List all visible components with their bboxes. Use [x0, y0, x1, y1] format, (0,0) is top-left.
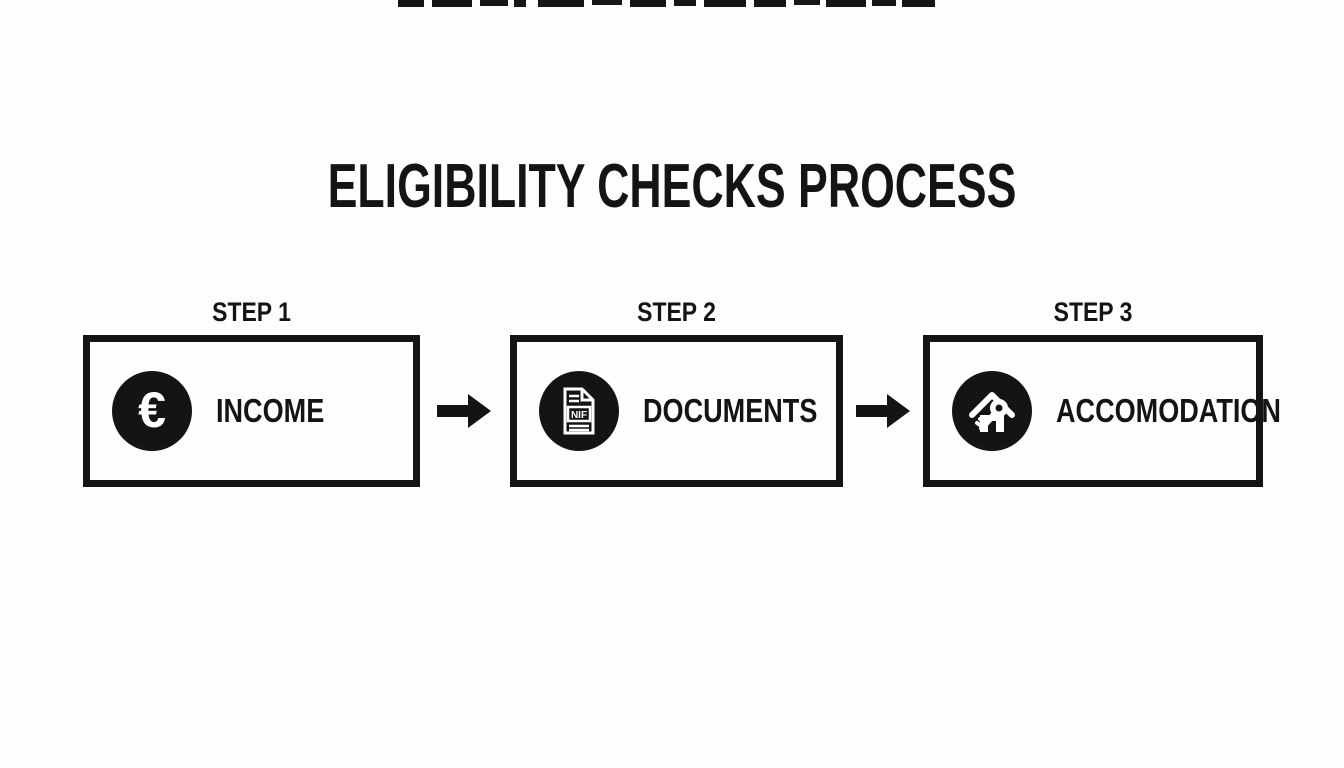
fragment-bar — [480, 0, 508, 6]
step-3-label: STEP 3 — [1053, 297, 1133, 327]
fragment-bar — [754, 0, 786, 7]
nif-text: NIF — [571, 410, 587, 421]
fragment-bar — [432, 0, 472, 7]
euro-icon: € — [112, 371, 192, 451]
step-2-label: STEP 2 — [637, 297, 716, 327]
step-2-box: NIF DOCUMENTS — [510, 335, 843, 487]
arrow-right-icon — [437, 392, 493, 435]
fragment-bar — [398, 0, 424, 7]
step-1-box: € INCOME — [83, 335, 420, 487]
page-title: ELIGIBILITY CHECKS PROCESS — [327, 152, 1017, 221]
step-1: STEP 1 € INCOME — [83, 297, 420, 487]
fragment-bar — [704, 0, 746, 7]
fragment-bar — [592, 0, 622, 5]
fragment-bar — [794, 0, 820, 5]
step-3-box: ACCOMODATION — [923, 335, 1281, 487]
fragment-bar — [872, 0, 896, 6]
step-1-name: INCOME — [216, 392, 325, 429]
fragment-bar — [674, 0, 696, 6]
fragment-bar — [902, 0, 935, 7]
step-2-name: DOCUMENTS — [643, 392, 818, 429]
fragment-bar — [514, 0, 526, 7]
step-2: STEP 2 NIF DOCUMENTS — [510, 297, 843, 487]
euro-glyph: € — [138, 381, 166, 438]
house-key-icon — [952, 371, 1032, 451]
step-3-name: ACCOMODATION — [1056, 392, 1281, 429]
fragment-bar — [826, 0, 866, 7]
fragment-bar — [630, 0, 666, 7]
step-1-label: STEP 1 — [212, 297, 291, 327]
arrow-right-icon — [856, 392, 912, 435]
fragment-bar — [538, 0, 584, 7]
nif-document-icon: NIF — [539, 371, 619, 451]
cropped-text-fragment — [0, 0, 1344, 8]
step-3: STEP 3 — [923, 297, 1281, 487]
